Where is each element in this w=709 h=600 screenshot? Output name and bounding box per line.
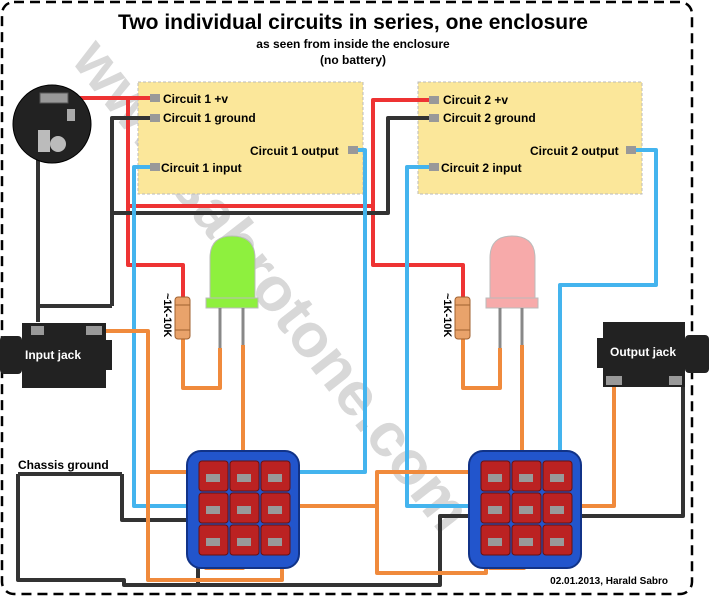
dc-jack (12, 84, 92, 164)
wire-circuit1-v (126, 96, 185, 298)
circuit-2-input-label: Circuit 2 input (441, 161, 522, 175)
circuit-2-output-label: Circuit 2 output (530, 144, 619, 158)
output-jack (597, 322, 709, 387)
wire-switch1-to-switch2 (282, 470, 490, 508)
led-2 (485, 235, 539, 348)
wire-v-bus (128, 98, 436, 208)
input-jack (0, 323, 112, 388)
footswitch-1 (186, 450, 300, 569)
chassis-ground-label: Chassis ground (18, 458, 109, 472)
circuit-1-output-label: Circuit 1 output (250, 144, 339, 158)
subtitle-note: (no battery) (320, 53, 386, 67)
wire-resistor1-led1 (181, 338, 222, 390)
page-title: Two individual circuits in series, one e… (118, 11, 588, 34)
circuit-2-box (417, 81, 643, 195)
resistor-1 (174, 296, 191, 340)
subtitle: as seen from inside the enclosure (256, 37, 450, 51)
circuit-1-input-label: Circuit 1 input (161, 161, 242, 175)
circuit-2-ground-label: Circuit 2 ground (443, 111, 536, 125)
output-jack-label: Output jack (610, 345, 676, 359)
wire-resistor2-led2 (461, 338, 502, 390)
footswitch-2 (468, 450, 582, 569)
wire-ground-chassis-bottom (16, 474, 198, 587)
wire-ground-dc (36, 155, 112, 308)
circuit-1-box (137, 81, 364, 195)
wire-circuit2-input (405, 165, 489, 508)
circuit-2-vplus-label: Circuit 2 +v (443, 93, 508, 107)
led-1 (205, 235, 259, 348)
wire-circuit2-v (371, 206, 465, 298)
credit: 02.01.2013, Harald Sabro (550, 576, 668, 587)
circuit-1-vplus-label: Circuit 1 +v (163, 92, 228, 106)
wire-circuit2-output (558, 148, 658, 474)
circuit-1-ground-label: Circuit 1 ground (163, 111, 256, 125)
resistor-1-label: ~1K-10K (161, 293, 173, 337)
enclosure-outline (0, 0, 694, 596)
input-jack-label: Input jack (25, 348, 81, 362)
wire-ground-1 (110, 116, 436, 215)
resistor-2 (454, 296, 471, 340)
resistor-2-label: ~1K-10K (441, 293, 453, 337)
wire-circuit1-input (132, 165, 205, 508)
